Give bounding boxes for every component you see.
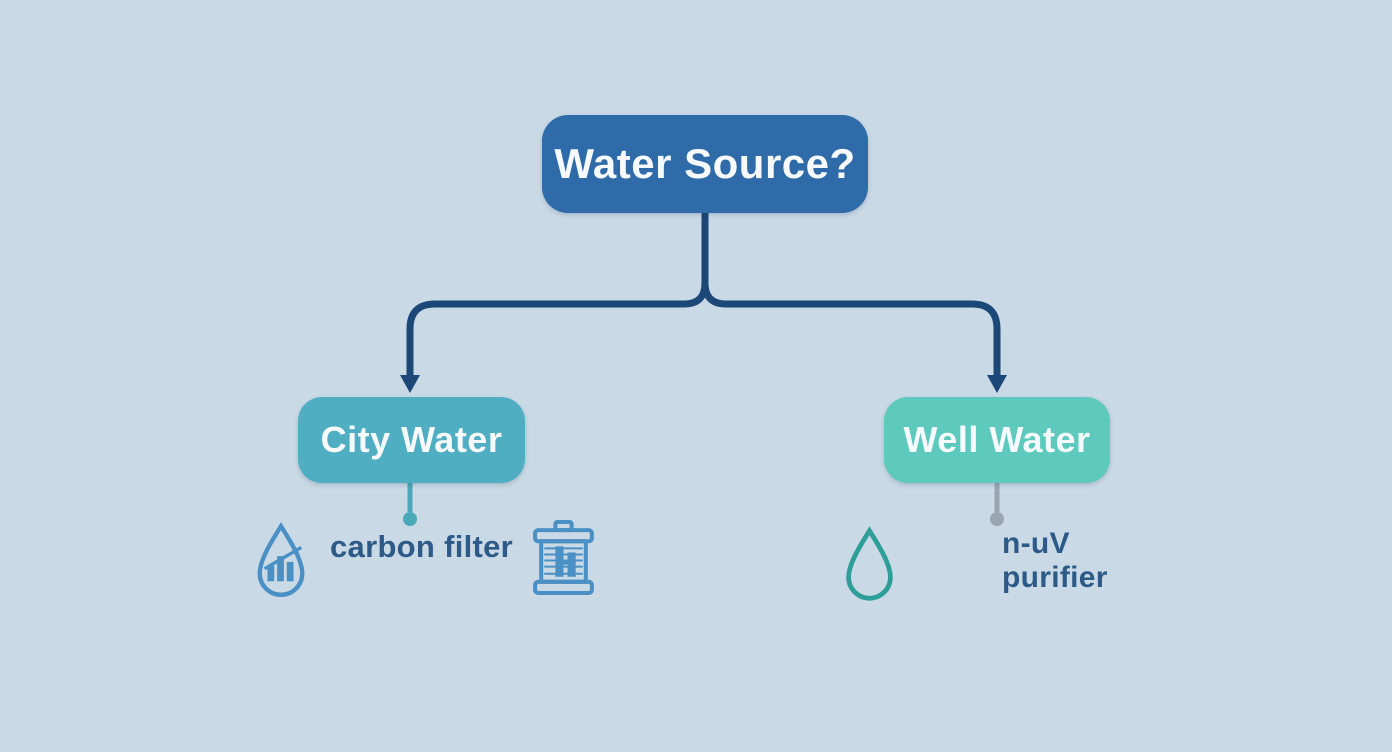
- city-pin-dot-icon: [403, 512, 417, 526]
- branch-left-connector: [406, 212, 709, 377]
- arrowhead-right-icon: [987, 375, 1007, 393]
- arrowhead-left-icon: [400, 375, 420, 393]
- water-drop-icon: [846, 526, 893, 601]
- annotation-uv-purifier-line2: purifier: [1002, 561, 1108, 594]
- node-well-water-label: Well Water: [903, 419, 1091, 460]
- annotation-uv-purifier-line1: n-uV: [1002, 527, 1070, 560]
- node-water-source-label: Water Source?: [554, 140, 856, 187]
- annotation-carbon-filter: carbon filter: [330, 529, 514, 564]
- node-well-water: Well Water: [884, 397, 1110, 483]
- branch-right-connector: [701, 212, 1001, 377]
- well-pin-dot-icon: [990, 512, 1004, 526]
- node-city-water-label: City Water: [320, 419, 503, 460]
- annotation-uv-purifier: n-uV purifier: [1002, 527, 1108, 595]
- node-water-source: Water Source?: [542, 115, 868, 213]
- filter-cartridge-icon: [533, 520, 594, 595]
- node-city-water: City Water: [298, 397, 525, 483]
- water-drop-chart-icon: [257, 522, 305, 597]
